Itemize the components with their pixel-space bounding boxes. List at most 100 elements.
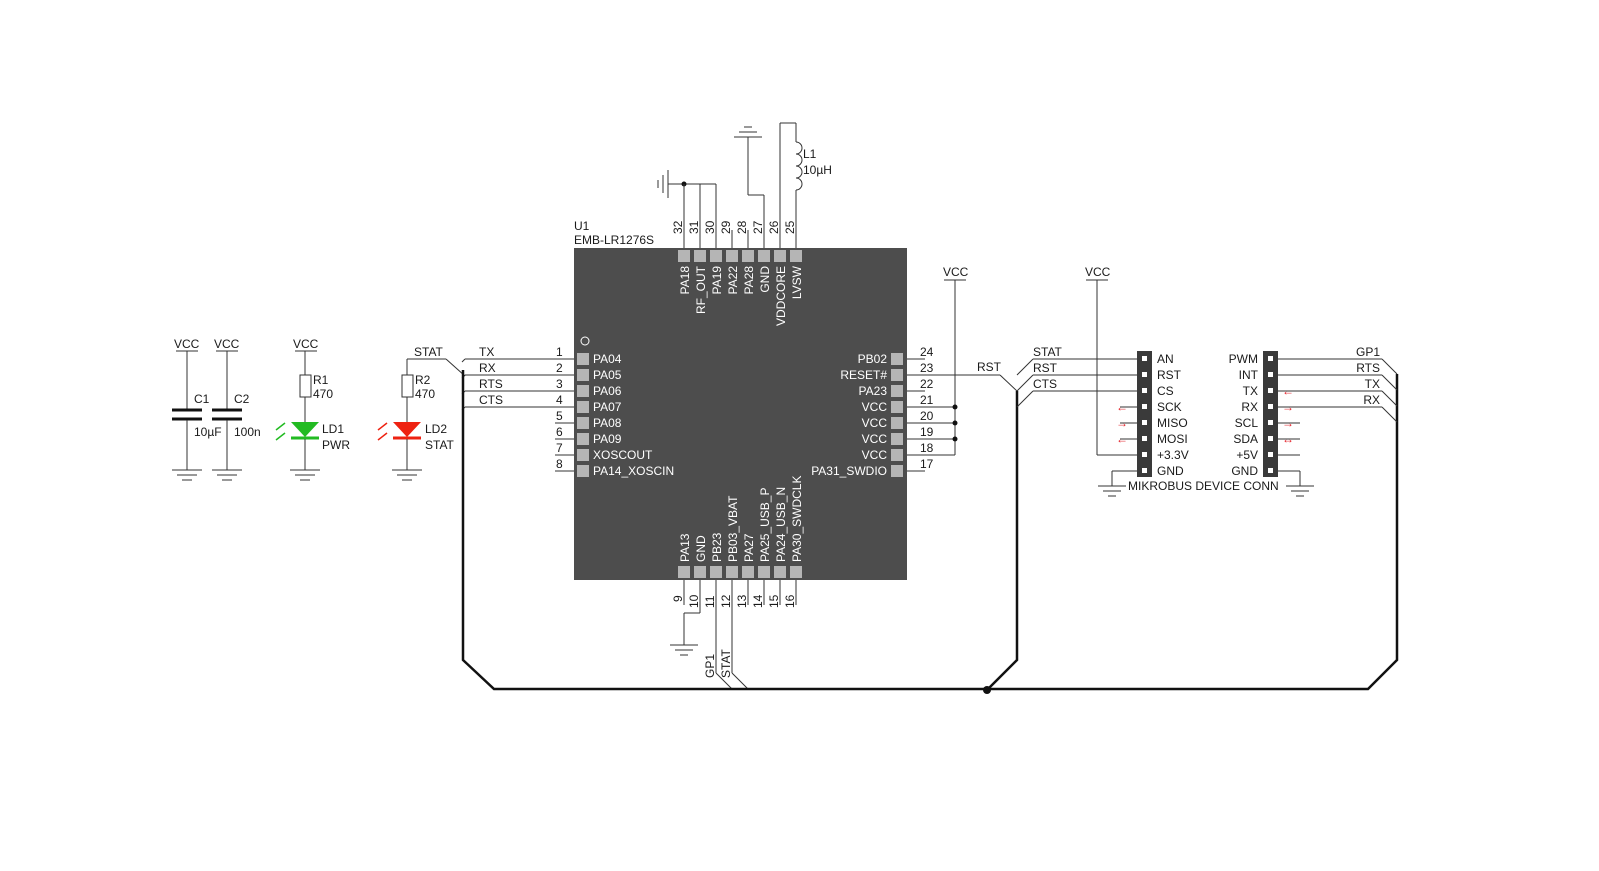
pin-num: 32 — [671, 220, 685, 234]
net-stat-bottom: STAT — [719, 648, 733, 678]
vcc-label: VCC — [214, 337, 240, 351]
pin-name: PA13 — [678, 533, 692, 562]
net-stat-mb: STAT — [1033, 345, 1063, 359]
mb-pin-label: RX — [1241, 400, 1258, 414]
pin-name: PA31_SWDIO — [811, 464, 887, 478]
mb-pin-label: INT — [1239, 368, 1259, 382]
u1-top-pins: PA18 RF_OUT PA19 PA22 PA28 GND VDDCORE L… — [671, 220, 804, 326]
mikrobus-right-header — [1263, 351, 1278, 477]
pin-num: 21 — [920, 393, 934, 407]
mb-pin-label: +3.3V — [1157, 448, 1189, 462]
pin-num: 22 — [920, 377, 934, 391]
mikrobus-left-header — [1137, 351, 1152, 477]
l1-value: 10µH — [803, 163, 832, 177]
r1-value: 470 — [313, 387, 333, 401]
led-ld1-circuit: VCC R1 470 LD1 PWR — [275, 337, 350, 481]
net-rx-mb: RX — [1363, 393, 1380, 407]
net-cts-mb: CTS — [1033, 377, 1057, 391]
pin-num: 25 — [783, 220, 797, 234]
ld2-diode-icon — [393, 422, 421, 437]
pin-num: 2 — [556, 361, 563, 375]
mb-pin-label: SCL — [1235, 416, 1259, 430]
pin-name: VCC — [862, 400, 888, 414]
ld1-label: PWR — [322, 438, 350, 452]
capacitor-c1: VCC C1 10µF — [172, 337, 222, 481]
net-rx-left: RX — [479, 361, 496, 375]
mikrobus-title: MIKROBUS DEVICE CONN — [1128, 479, 1279, 493]
pin-name: VCC — [862, 432, 888, 446]
u1-right-wiring: VCC RST — [905, 265, 1018, 472]
u1-bottom-pins: PA13 GND PB23 PB03_VBAT PA27 PA25_USB_P … — [671, 476, 804, 608]
signal-bus — [461, 370, 1399, 691]
net-stat-led: STAT — [414, 345, 444, 359]
pin-num: 10 — [687, 594, 701, 608]
arrow-left-icon: ← — [1116, 432, 1128, 446]
pin-name: GND — [758, 266, 772, 293]
pin-name: PB23 — [710, 532, 724, 562]
pin-name: RESET# — [840, 368, 887, 382]
r2-resistor — [401, 374, 414, 398]
vcc-label: VCC — [943, 265, 969, 279]
pin-num: 15 — [767, 594, 781, 608]
pin-num: 5 — [556, 409, 563, 423]
mikrobus-connector: STAT RST CTS VCC AN RST CS SCK MISO MOSI… — [1016, 265, 1398, 497]
pin-name: PB02 — [858, 352, 888, 366]
net-tx-left: TX — [479, 345, 494, 359]
pin-num: 4 — [556, 393, 563, 407]
signal-bus-branch — [987, 391, 1019, 690]
pin-num: 27 — [751, 220, 765, 234]
pin-name: PA09 — [593, 432, 622, 446]
pin-name: XOSCOUT — [593, 448, 653, 462]
pin-num: 28 — [735, 220, 749, 234]
pin-num: 17 — [920, 457, 934, 471]
pin-name: PA06 — [593, 384, 622, 398]
u1-ref: U1 — [574, 219, 590, 233]
pin-name: PA24_USB_N — [774, 487, 788, 562]
led-ld2-circuit: R2 470 LD2 STAT STAT — [377, 345, 455, 481]
pin-name: RF_OUT — [694, 265, 708, 314]
pin-name: PA14_XOSCIN — [593, 464, 674, 478]
mb-pin-label: MOSI — [1157, 432, 1188, 446]
mb-pin-label: CS — [1157, 384, 1174, 398]
pin-num: 12 — [719, 594, 733, 608]
pin-num: 3 — [556, 377, 563, 391]
pin-name: GND — [694, 535, 708, 562]
u1-body — [574, 248, 907, 580]
pin-num: 9 — [671, 595, 685, 602]
pin-name: VCC — [862, 448, 888, 462]
net-rts-left: RTS — [479, 377, 503, 391]
mb-pin-label: TX — [1243, 384, 1258, 398]
pin-num: 6 — [556, 425, 563, 439]
mb-pin-label: SCK — [1157, 400, 1182, 414]
vcc-label: VCC — [293, 337, 319, 351]
pin-num: 29 — [719, 220, 733, 234]
ld2-label: STAT — [425, 438, 455, 452]
vcc-label: VCC — [1085, 265, 1111, 279]
pin-name: VDDCORE — [774, 266, 788, 326]
pin-name: PA27 — [742, 533, 756, 562]
pin-name: PA23 — [859, 384, 888, 398]
pin-num: 31 — [687, 220, 701, 234]
c1-ref: C1 — [194, 392, 210, 406]
arrow-right-icon: → — [1282, 400, 1294, 414]
u1-module: U1 EMB-LR1276S PA04 PA05 PA06 PA07 PA08 … — [556, 219, 934, 608]
mb-pin-label: AN — [1157, 352, 1174, 366]
pin1-marker — [580, 336, 590, 346]
pin-num: 26 — [767, 220, 781, 234]
pin-num: 24 — [920, 345, 934, 359]
pin-num: 16 — [783, 594, 797, 608]
net-rts-mb: RTS — [1356, 361, 1380, 375]
pin-name: PA08 — [593, 416, 622, 430]
pin-num: 11 — [703, 595, 717, 608]
mb-pin-label: GND — [1231, 464, 1258, 478]
pin-name: PA25_USB_P — [758, 488, 772, 563]
arrow-left-icon: ← — [1282, 384, 1294, 398]
pin-name: PA30_SWDCLK — [790, 476, 804, 562]
mb-pin-label: MISO — [1157, 416, 1188, 430]
u1-top-wiring: L1 10µH — [657, 122, 832, 250]
c2-ref: C2 — [234, 392, 250, 406]
pin-name: PA22 — [726, 266, 740, 295]
l1-inductor — [795, 141, 803, 191]
capacitor-c2: VCC C2 100n — [212, 337, 261, 481]
